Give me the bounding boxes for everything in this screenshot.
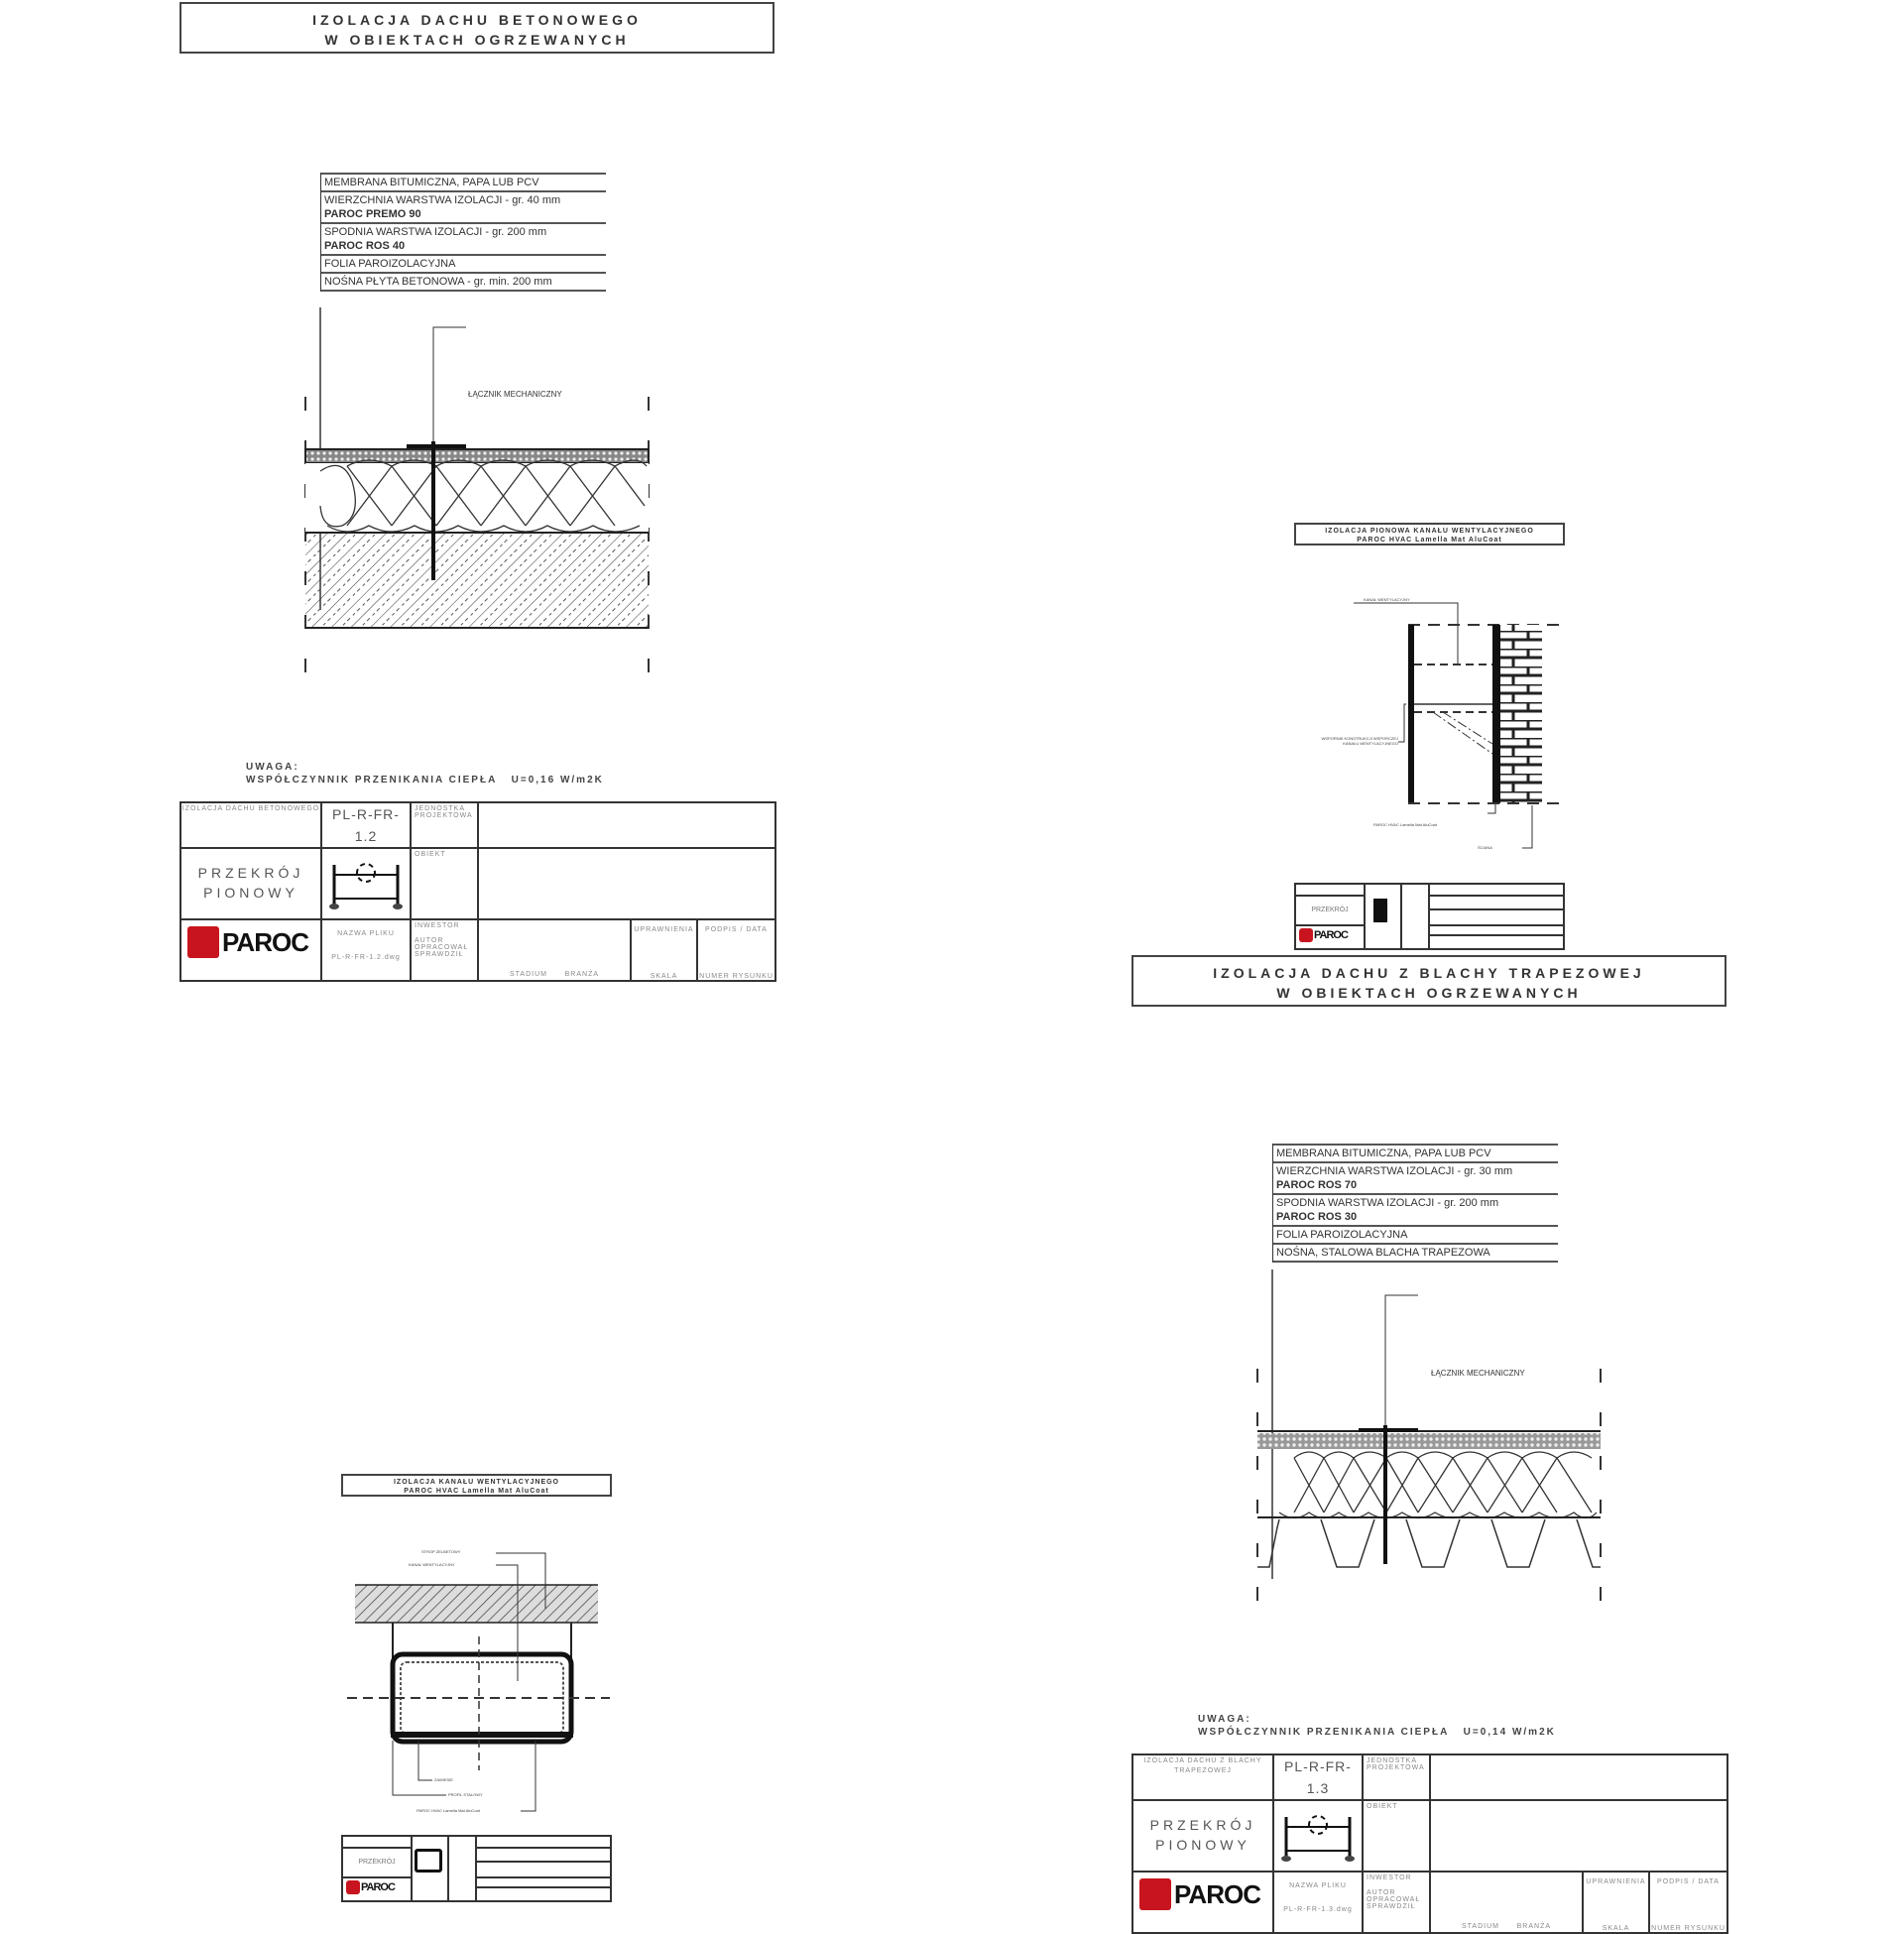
sheet1-title-block: IZOLACJA DACHU BETONOWEGO PL-R-FR-1.2 JE… [179, 801, 777, 982]
tb-view: PRZEKRÓJ PIONOWY [179, 847, 322, 920]
tb-numer: NUMER RYSUNKU [699, 973, 774, 980]
layer-row: FOLIA PAROIZOLACYJNA [321, 256, 606, 274]
note-heading: UWAGA: [1198, 1714, 1251, 1725]
sheet1-title: IZOLACJA DACHU BETONOWEGO W OBIEKTACH OG… [179, 2, 774, 54]
tb-uprawnienia: UPRAWNIENIA [1586, 1878, 1646, 1885]
sheet4-title-block: PRZEKRÓJ PAROC [341, 1835, 612, 1902]
paroc-logo: PAROC [1296, 925, 1349, 942]
duct-symbol-icon [415, 1849, 442, 1873]
sheet4-label-zawiesie: ZAWIESIE [434, 1777, 453, 1782]
layer-row: MEMBRANA BITUMICZNA, PAPA LUB PCV [1273, 1144, 1558, 1163]
sheet3-title: IZOLACJA DACHU Z BLACHY TRAPEZOWEJ W OBI… [1131, 955, 1726, 1007]
paroc-logo-mark-icon [346, 1880, 360, 1894]
layer-row: NOŚNA PŁYTA BETONOWA - gr. min. 200 mm [321, 274, 606, 292]
tb-stadium: STADIUM [1461, 1923, 1499, 1930]
tb-numer: NUMER RYSUNKU [1651, 1925, 1726, 1932]
paroc-logo: PAROC [343, 1877, 396, 1894]
layer-row: FOLIA PAROIZOLACYJNA [1273, 1227, 1558, 1245]
tb-obiekt: OBIEKT [1362, 1799, 1431, 1873]
sheet1-layer-legend: MEMBRANA BITUMICZNA, PAPA LUB PCV WIERZC… [320, 173, 606, 292]
sheet2-title-line2: PAROC HVAC Lamella Mat AluCoat [1357, 537, 1502, 544]
sheet3-title-block: IZOLACJA DACHU Z BLACHY TRAPEZOWEJ PL-R-… [1131, 1753, 1729, 1934]
tb-sprawdzil: SPRAWDZIŁ [415, 951, 464, 958]
paroc-logo-mark-icon [1299, 928, 1313, 942]
tb-stadium: STADIUM [509, 971, 547, 978]
sheet1-roof-section-drawing [304, 307, 650, 684]
tb-podpis: PODPIS / DATA [705, 926, 768, 933]
tb-filename: PL-R-FR-1.2.dwg [331, 954, 401, 961]
tb-opracowal: OPRACOWAŁ [1367, 1896, 1421, 1903]
tb-filename-label: NAZWA PLIKU [1289, 1882, 1347, 1889]
sheet4-title-line2: PAROC HVAC Lamella Mat AluCoat [404, 1488, 549, 1495]
section-symbol-icon [1272, 1799, 1364, 1873]
sheet2-label-produkt: PAROC HVAC Lamella Mat AluCoat [1373, 822, 1437, 827]
paroc-logo: PAROC [179, 918, 322, 982]
tb-drawing-code: PL-R-FR-1.3 [1272, 1753, 1364, 1801]
tb-inwestor: INWESTOR [1367, 1874, 1412, 1881]
sheet2-label-sciana: ŚCIANA [1478, 845, 1492, 850]
tb-obiekt: OBIEKT [410, 847, 479, 920]
sheet1-note: UWAGA: WSPÓŁCZYNNIK PRZENIKANIA CIEPŁA U… [246, 761, 604, 786]
sheet3-roof-section-drawing [1256, 1269, 1602, 1627]
tb-branza: BRANŻA [1516, 1923, 1552, 1930]
sheet4-label-profil: PROFIL STALOWY [448, 1792, 483, 1797]
tb-uprawnienia: UPRAWNIENIA [634, 926, 694, 933]
sheet3-title-line2: W OBIEKTACH OGRZEWANYCH [1276, 985, 1582, 1001]
tb-branza: BRANŻA [564, 971, 600, 978]
sheet1-title-line2: W OBIEKTACH OGRZEWANYCH [324, 32, 630, 48]
tb-view: PRZEKRÓJ PIONOWY [1131, 1799, 1274, 1873]
sheet4-title-line1: IZOLACJA KANAŁU WENTYLACYJNEGO [393, 1479, 560, 1486]
section-symbol-icon [320, 847, 412, 920]
tb-jednostka: JEDNOSTKA PROJEKTOWA [410, 801, 479, 849]
paroc-logo-mark-icon [1139, 1878, 1171, 1910]
tb-filename: PL-R-FR-1.3.dwg [1283, 1906, 1353, 1913]
tb-skala: SKALA [650, 973, 678, 980]
sheet4-title: IZOLACJA KANAŁU WENTYLACYJNEGO PAROC HVA… [341, 1474, 612, 1497]
sheet3-layer-legend: MEMBRANA BITUMICZNA, PAPA LUB PCV WIERZC… [1272, 1144, 1558, 1263]
section-symbol-icon [1373, 899, 1387, 922]
sheet2-vertical-duct-drawing [1354, 602, 1567, 849]
tb-drawing-code: PL-R-FR-1.2 [320, 801, 412, 849]
tb-project: IZOLACJA DACHU BETONOWEGO [179, 801, 322, 849]
sheet4-duct-section-drawing [347, 1552, 610, 1812]
sheet3-title-line1: IZOLACJA DACHU Z BLACHY TRAPEZOWEJ [1213, 965, 1645, 981]
layer-row: MEMBRANA BITUMICZNA, PAPA LUB PCV [321, 173, 606, 192]
sheet2-label-wspornik: WSPORNIK KONSTRUKCJI WSPORCZEJ KANAŁU WE… [1321, 736, 1398, 746]
tb-podpis: PODPIS / DATA [1657, 1878, 1720, 1885]
sheet1-title-line1: IZOLACJA DACHU BETONOWEGO [312, 12, 642, 28]
sheet4-label-produkt: PAROC HVAC Lamella Mat AluCoat [416, 1808, 480, 1813]
note-heading: UWAGA: [246, 762, 299, 773]
sheet1-fastener-label: ŁĄCZNIK MECHANICZNY [468, 390, 562, 399]
tb-skala: SKALA [1602, 1925, 1630, 1932]
sheet2-title-block: PRZEKRÓJ PAROC [1294, 883, 1565, 950]
sheet3-note: UWAGA: WSPÓŁCZYNNIK PRZENIKANIA CIEPŁA U… [1198, 1713, 1556, 1739]
sheet2-title: IZOLACJA PIONOWA KANAŁU WENTYLACYJNEGO P… [1294, 523, 1565, 545]
tb-autor: AUTOR [1367, 1889, 1396, 1896]
tb-project: IZOLACJA DACHU Z BLACHY TRAPEZOWEJ [1131, 1753, 1274, 1801]
tb-inwestor: INWESTOR [415, 922, 460, 929]
note-body: WSPÓŁCZYNNIK PRZENIKANIA CIEPŁA U=0,14 W… [1198, 1727, 1556, 1738]
sheet4-label-kanal: KANAŁ WENTYLACYJNY [409, 1562, 455, 1567]
tb-opracowal: OPRACOWAŁ [415, 944, 469, 951]
note-body: WSPÓŁCZYNNIK PRZENIKANIA CIEPŁA U=0,16 W… [246, 775, 604, 786]
sheet4-label-strop: STROP ŻELBETOWY [421, 1549, 461, 1554]
tb-autor: AUTOR [415, 937, 444, 944]
tb-jednostka: JEDNOSTKA PROJEKTOWA [1362, 1753, 1431, 1801]
layer-row: NOŚNA, STALOWA BLACHA TRAPEZOWA [1273, 1245, 1558, 1263]
sheet2-title-line1: IZOLACJA PIONOWA KANAŁU WENTYLACYJNEGO [1325, 528, 1534, 535]
tb-view: PRZEKRÓJ [1296, 895, 1366, 926]
tb-filename-label: NAZWA PLIKU [337, 930, 395, 937]
paroc-logo-mark-icon [187, 926, 219, 958]
tb-sprawdzil: SPRAWDZIŁ [1367, 1903, 1416, 1910]
sheet2-label-kanal: KANAŁ WENTYLACYJNY [1364, 597, 1410, 602]
tb-view: PRZEKRÓJ [343, 1847, 413, 1878]
paroc-logo: PAROC [1131, 1871, 1274, 1934]
sheet3-fastener-label: ŁĄCZNIK MECHANICZNY [1431, 1369, 1525, 1378]
